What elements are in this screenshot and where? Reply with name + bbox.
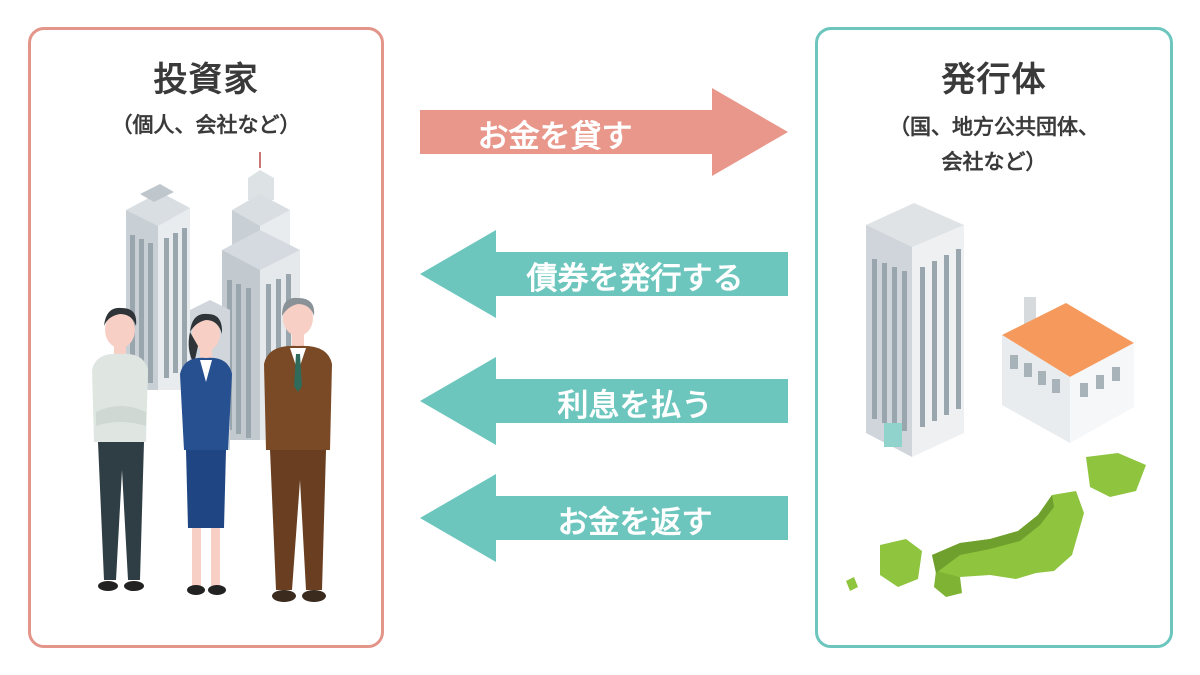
lend-money-arrow bbox=[420, 88, 788, 176]
issue-bond-arrow bbox=[420, 230, 788, 318]
issuer-subtitle-line2: 会社など） bbox=[941, 150, 1047, 174]
japan-map bbox=[846, 453, 1146, 597]
issuer-subtitle-line1: （国、地方公共団体、 bbox=[889, 115, 1099, 139]
issuer-office-tower bbox=[866, 203, 964, 457]
office-building-left bbox=[126, 184, 190, 390]
return-money-label: お金を返す bbox=[557, 505, 713, 541]
school-building bbox=[1002, 297, 1134, 443]
investor-person-3 bbox=[264, 297, 332, 602]
investor-illustration bbox=[92, 152, 332, 602]
investor-person-1 bbox=[92, 307, 148, 591]
lend-money-label: お金を貸す bbox=[477, 119, 633, 155]
investor-person-2 bbox=[180, 313, 232, 595]
investor-subtitle: （個人、会社など） bbox=[111, 113, 301, 137]
pay-interest-label: 利息を払う bbox=[557, 388, 713, 424]
pay-interest-arrow bbox=[420, 357, 788, 445]
issuer-title: 発行体 bbox=[941, 60, 1047, 100]
investor-title: 投資家 bbox=[153, 60, 259, 100]
return-money-arrow bbox=[420, 474, 788, 562]
issuer-illustration bbox=[846, 203, 1146, 597]
issue-bond-label: 債券を発行する bbox=[526, 261, 744, 297]
